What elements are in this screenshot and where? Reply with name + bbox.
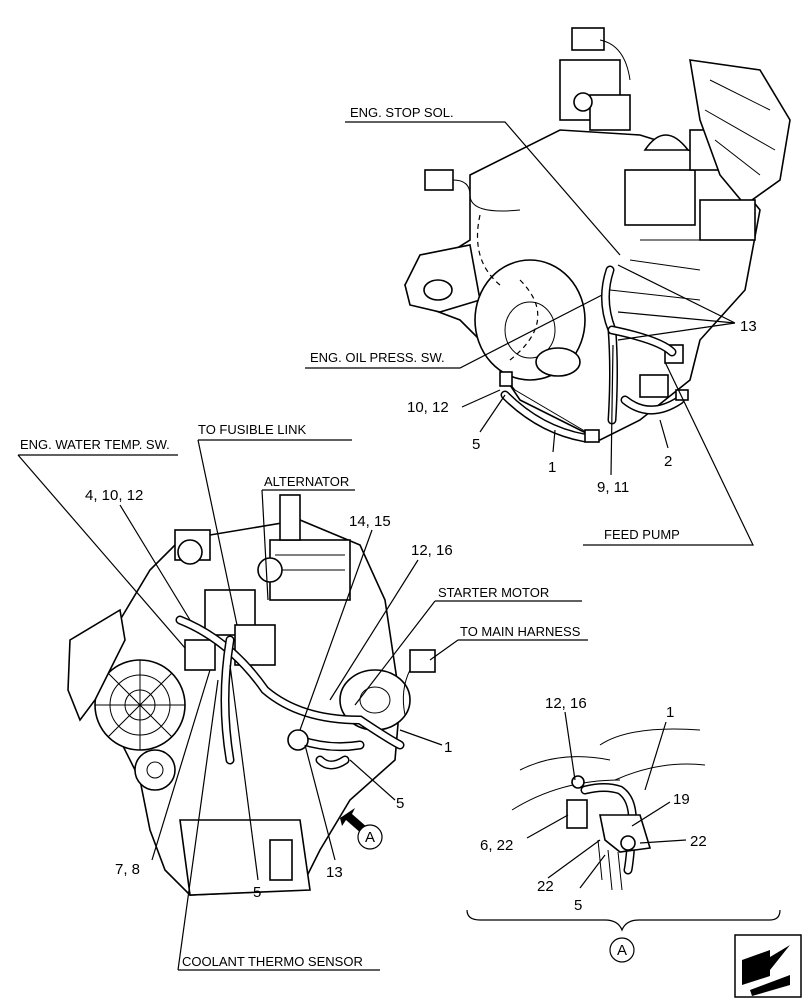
label-coolant-thermo-sensor: COOLANT THERMO SENSOR — [182, 954, 363, 969]
callout-detail-6-22: 6, 22 — [480, 837, 513, 854]
label-alternator: ALTERNATOR — [264, 474, 349, 489]
callout-left-5-right: 5 — [396, 795, 404, 812]
callout-detail-22-bottom: 22 — [537, 878, 554, 895]
callout-left-14-15: 14, 15 — [349, 513, 391, 530]
leader-lines — [17, 121, 754, 971]
page-corner-arrow-icon[interactable] — [734, 934, 802, 998]
callout-detail-12-16: 12, 16 — [545, 695, 587, 712]
detail-marker-letter: A — [617, 942, 627, 959]
label-eng-oil-press-sw: ENG. OIL PRESS. SW. — [310, 350, 445, 365]
callout-detail-1: 1 — [666, 704, 674, 721]
callout-detail-22-right: 22 — [690, 833, 707, 850]
left-harness — [175, 615, 405, 770]
detail-marker-circle — [609, 937, 635, 963]
callout-left-12-16: 12, 16 — [411, 542, 453, 559]
view-arrow — [340, 808, 368, 834]
callout-left-13: 13 — [326, 864, 343, 881]
view-marker-circle — [357, 824, 383, 850]
callout-left-1: 1 — [444, 739, 452, 756]
label-feed-pump: FEED PUMP — [604, 527, 680, 542]
left-engine-illustration — [67, 494, 436, 896]
callout-left-4-10-12: 4, 10, 12 — [85, 487, 143, 504]
label-eng-water-temp-sw: ENG. WATER TEMP. SW. — [20, 437, 170, 452]
callout-top-10-12: 10, 12 — [407, 399, 449, 416]
callout-left-5-bottom: 5 — [253, 884, 261, 901]
callout-top-1: 1 — [548, 459, 556, 476]
view-marker-letter: A — [365, 829, 375, 846]
callout-top-9-11: 9, 11 — [597, 479, 629, 496]
label-eng-stop-sol: ENG. STOP SOL. — [350, 105, 454, 120]
callout-top-13: 13 — [740, 318, 757, 335]
detail-bracket — [466, 909, 781, 932]
detail-a-illustration — [511, 728, 706, 891]
callout-top-5: 5 — [472, 436, 480, 453]
callout-left-7-8: 7, 8 — [115, 861, 140, 878]
callout-detail-5: 5 — [574, 897, 582, 914]
label-starter-motor: STARTER MOTOR — [438, 585, 549, 600]
callout-detail-19: 19 — [673, 791, 690, 808]
top-engine-illustration — [403, 27, 791, 441]
top-harness — [500, 265, 689, 443]
callout-top-2: 2 — [664, 453, 672, 470]
label-to-fusible-link: TO FUSIBLE LINK — [198, 422, 306, 437]
label-to-main-harness: TO MAIN HARNESS — [460, 624, 581, 639]
